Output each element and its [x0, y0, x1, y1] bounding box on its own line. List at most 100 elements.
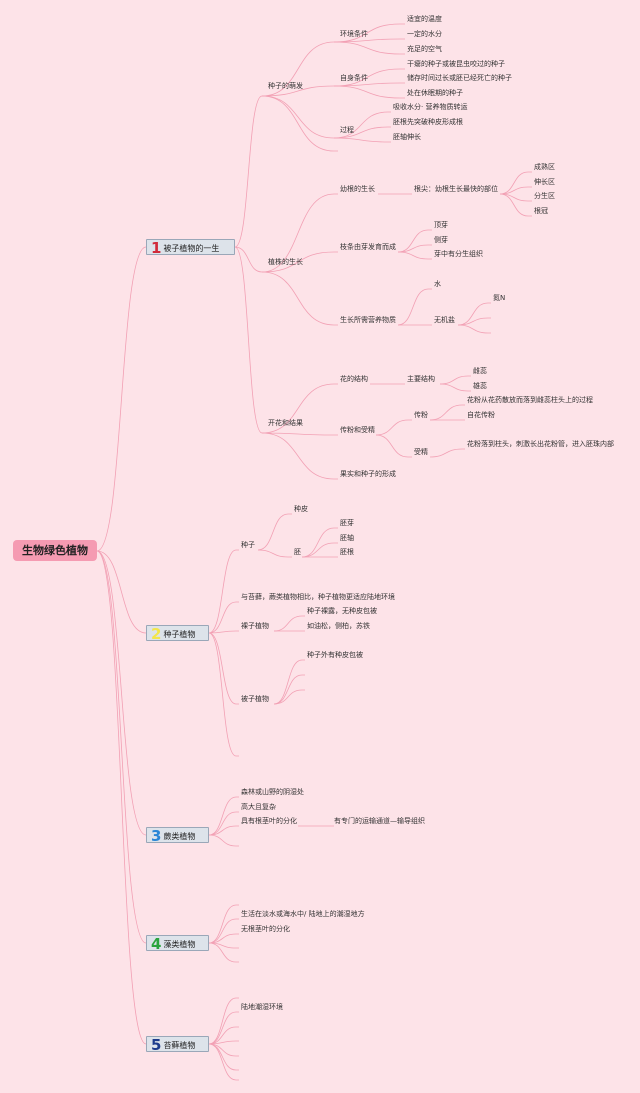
- node-plant-growth[interactable]: 植株的生长: [268, 258, 303, 266]
- leaf[interactable]: 侧芽: [434, 236, 448, 244]
- node-angiosperm[interactable]: 被子植物: [241, 695, 269, 703]
- node-branch-from-bud[interactable]: 枝条由芽发育而成: [340, 243, 396, 251]
- connector-line: [208, 904, 239, 944]
- leaf[interactable]: 根冠: [534, 207, 548, 215]
- node-gymnosperm[interactable]: 裸子植物: [241, 622, 269, 630]
- connector-line: [261, 95, 338, 152]
- connector-line: [208, 549, 239, 634]
- node-comparison[interactable]: 与苔藓，蕨类植物相比，种子植物更适应陆地环境: [241, 593, 395, 601]
- connector-line: [208, 601, 239, 634]
- connector-line: [333, 68, 405, 87]
- connector-line: [208, 1043, 239, 1081]
- leaf[interactable]: 胚轴伸长: [393, 133, 421, 141]
- leaf[interactable]: 胚轴: [340, 534, 354, 542]
- node-root-stem-leaf[interactable]: 具有根茎叶的分化: [241, 817, 297, 825]
- connector-line: [499, 193, 532, 217]
- leaf[interactable]: 芽中有分生组织: [434, 250, 483, 258]
- connector-line: [234, 246, 264, 273]
- leaf[interactable]: 适宜的温度: [407, 15, 442, 23]
- branch-label: 藻类植物: [163, 940, 196, 949]
- connector-line: [333, 23, 405, 43]
- node-flowering-fruiting[interactable]: 开花和结果: [268, 419, 303, 427]
- leaf[interactable]: 种子裸露，无种皮包被: [307, 607, 377, 615]
- leaf[interactable]: 雌蕊: [473, 367, 487, 375]
- connector-line: [96, 550, 147, 836]
- leaf-water[interactable]: 水: [434, 280, 441, 288]
- leaf[interactable]: 充足的空气: [407, 45, 442, 53]
- node-root-tip[interactable]: 根尖：幼根生长最快的部位: [414, 185, 498, 193]
- connector-line: [333, 38, 405, 43]
- leaf[interactable]: 花粉落到柱头，刺激长出花粉管，进入胚珠内部: [467, 440, 614, 448]
- leaf[interactable]: 陆地潮湿环境: [241, 1003, 283, 1011]
- root-node[interactable]: 生物绿色植物: [13, 540, 97, 561]
- leaf[interactable]: 一定的水分: [407, 30, 442, 38]
- branch-number: 3: [151, 827, 162, 845]
- connector-line: [208, 933, 239, 944]
- connector-line: [429, 404, 465, 421]
- branch-label: 被子植物的一生: [163, 244, 220, 253]
- leaf[interactable]: 高大且复杂: [241, 803, 276, 811]
- node-root-growth[interactable]: 幼根的生长: [340, 185, 375, 193]
- node-seed-germination[interactable]: 种子的萌发: [268, 82, 303, 90]
- connector-line: [333, 111, 391, 139]
- node-inorganic-salt[interactable]: 无机盐: [434, 316, 455, 324]
- leaf-seed-coat[interactable]: 种皮: [294, 505, 308, 513]
- node-nutrients[interactable]: 生长所需营养物质: [340, 316, 396, 324]
- leaf[interactable]: 有专门的运输通道—输导组织: [334, 817, 425, 825]
- leaf[interactable]: 如油松，侧柏，苏铁: [307, 622, 370, 630]
- node-fruit-seed-formation[interactable]: 果实和种子的形成: [340, 470, 396, 478]
- connector-line: [429, 448, 465, 458]
- node-flower-structure[interactable]: 花的结构: [340, 375, 368, 383]
- leaf[interactable]: 生活在淡水或海水中/ 陆地上的潮湿地方: [241, 910, 365, 918]
- connector-line: [499, 186, 532, 195]
- leaf[interactable]: 胚根: [340, 548, 354, 556]
- connector-line: [273, 615, 305, 632]
- connector-line: [273, 674, 305, 705]
- node-self-conditions[interactable]: 自身条件: [340, 74, 368, 82]
- leaf[interactable]: 吸收水分· 营养物质转运: [393, 103, 468, 111]
- leaf[interactable]: 自花传粉: [467, 411, 495, 419]
- connector-line: [261, 193, 338, 273]
- branch-label: 种子植物: [163, 630, 196, 639]
- leaf[interactable]: 分生区: [534, 192, 555, 200]
- connector-line: [234, 246, 264, 434]
- leaf[interactable]: 胚芽: [340, 519, 354, 527]
- branch-number: 1: [151, 239, 162, 257]
- leaf[interactable]: 胚根先突破种皮形成根: [393, 118, 463, 126]
- leaf[interactable]: 干瘪的种子或被昆虫咬过的种子: [407, 60, 505, 68]
- leaf[interactable]: 种子外有种皮包被: [307, 651, 363, 659]
- connector-line: [457, 317, 491, 326]
- leaf[interactable]: 无根茎叶的分化: [241, 925, 290, 933]
- leaf[interactable]: 成熟区: [534, 163, 555, 171]
- leaf[interactable]: 森林或山野的阴湿处: [241, 788, 304, 796]
- node-seed[interactable]: 种子: [241, 541, 255, 549]
- connector-line: [273, 659, 305, 705]
- node-fertilization[interactable]: 受精: [414, 448, 428, 456]
- connector-line: [208, 796, 239, 836]
- leaf[interactable]: 花粉从花药散放而落到雌蕊柱头上的过程: [467, 396, 593, 404]
- leaf[interactable]: 储存时间过长或胚已经死亡的种子: [407, 74, 512, 82]
- connector-line: [333, 137, 391, 143]
- connector-line: [208, 825, 239, 836]
- node-main-structure[interactable]: 主要结构: [407, 375, 435, 383]
- connector-line: [499, 171, 532, 195]
- node-process[interactable]: 过程: [340, 126, 354, 134]
- connector-line: [96, 550, 147, 944]
- leaf[interactable]: 雄蕊: [473, 382, 487, 390]
- leaf-nitrogen[interactable]: 氮N: [493, 294, 506, 302]
- leaf[interactable]: 顶芽: [434, 221, 448, 229]
- connector-line: [208, 1011, 239, 1045]
- node-pollination[interactable]: 传粉: [414, 411, 428, 419]
- node-pollination-fertilization[interactable]: 传粉和受精: [340, 426, 375, 434]
- node-env-conditions[interactable]: 环境条件: [340, 30, 368, 38]
- node-embryo[interactable]: 胚: [294, 548, 301, 556]
- leaf[interactable]: 处在休眠期的种子: [407, 89, 463, 97]
- connector-line: [375, 419, 412, 436]
- leaf[interactable]: 伸长区: [534, 178, 555, 186]
